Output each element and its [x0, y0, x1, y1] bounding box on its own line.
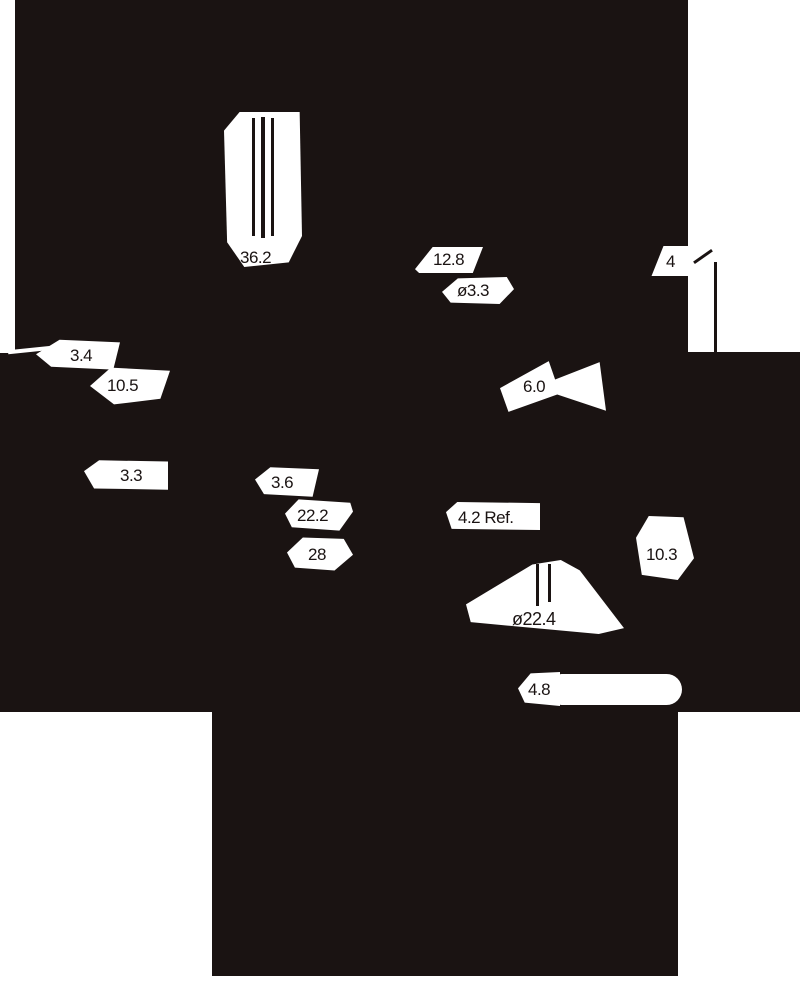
dimension-tick — [693, 248, 713, 265]
paper-bottom-left-region — [0, 712, 212, 994]
dimension-label-12-8: 12.8 — [433, 250, 465, 269]
dimension-label-10-3: 10.3 — [646, 545, 678, 564]
dimension-label-22-2: 22.2 — [297, 506, 329, 525]
extension-line — [714, 262, 717, 352]
dimension-label-36-2: 36.2 — [240, 248, 272, 267]
dimension-label-6-0: 6.0 — [523, 377, 546, 396]
dim-patch-3-6 — [255, 467, 319, 497]
dimension-label-dia-22-4: ø22.4 — [512, 609, 556, 629]
shaft-edge-line — [270, 118, 274, 236]
dimension-label-3-3: 3.3 — [120, 466, 143, 485]
dimension-label-28: 28 — [308, 545, 326, 564]
paper-top-right-region — [688, 0, 800, 352]
dimension-label-10-5: 10.5 — [107, 376, 139, 395]
dimension-label-4-8: 4.8 — [528, 680, 551, 699]
dimension-label-dia-3-3: ø3.3 — [457, 281, 490, 300]
shaft-edge-line — [261, 116, 266, 238]
paper-bottom-strip — [212, 976, 678, 994]
cone-edge-line — [535, 564, 539, 606]
cone-edge-line — [548, 563, 552, 603]
dim-patch-3-3 — [84, 460, 168, 490]
section-silhouette-6-0 — [500, 361, 606, 412]
dimension-label-4: 4 — [666, 252, 675, 271]
dim-patch-10-3 — [636, 516, 694, 580]
paper-left-strip — [0, 0, 15, 353]
pin-silhouette — [558, 674, 682, 705]
paper-bottom-right-region — [678, 712, 800, 994]
dim-patch-22-2 — [285, 499, 353, 531]
dimension-label-4-2-ref: 4.2 Ref. — [458, 508, 514, 527]
shaft-silhouette — [224, 112, 302, 267]
dimension-label-3-6: 3.6 — [271, 473, 294, 492]
dim-patch-4-2-ref — [446, 502, 540, 530]
shaft-edge-line — [252, 118, 256, 236]
dimension-label-3-4: 3.4 — [70, 346, 93, 365]
